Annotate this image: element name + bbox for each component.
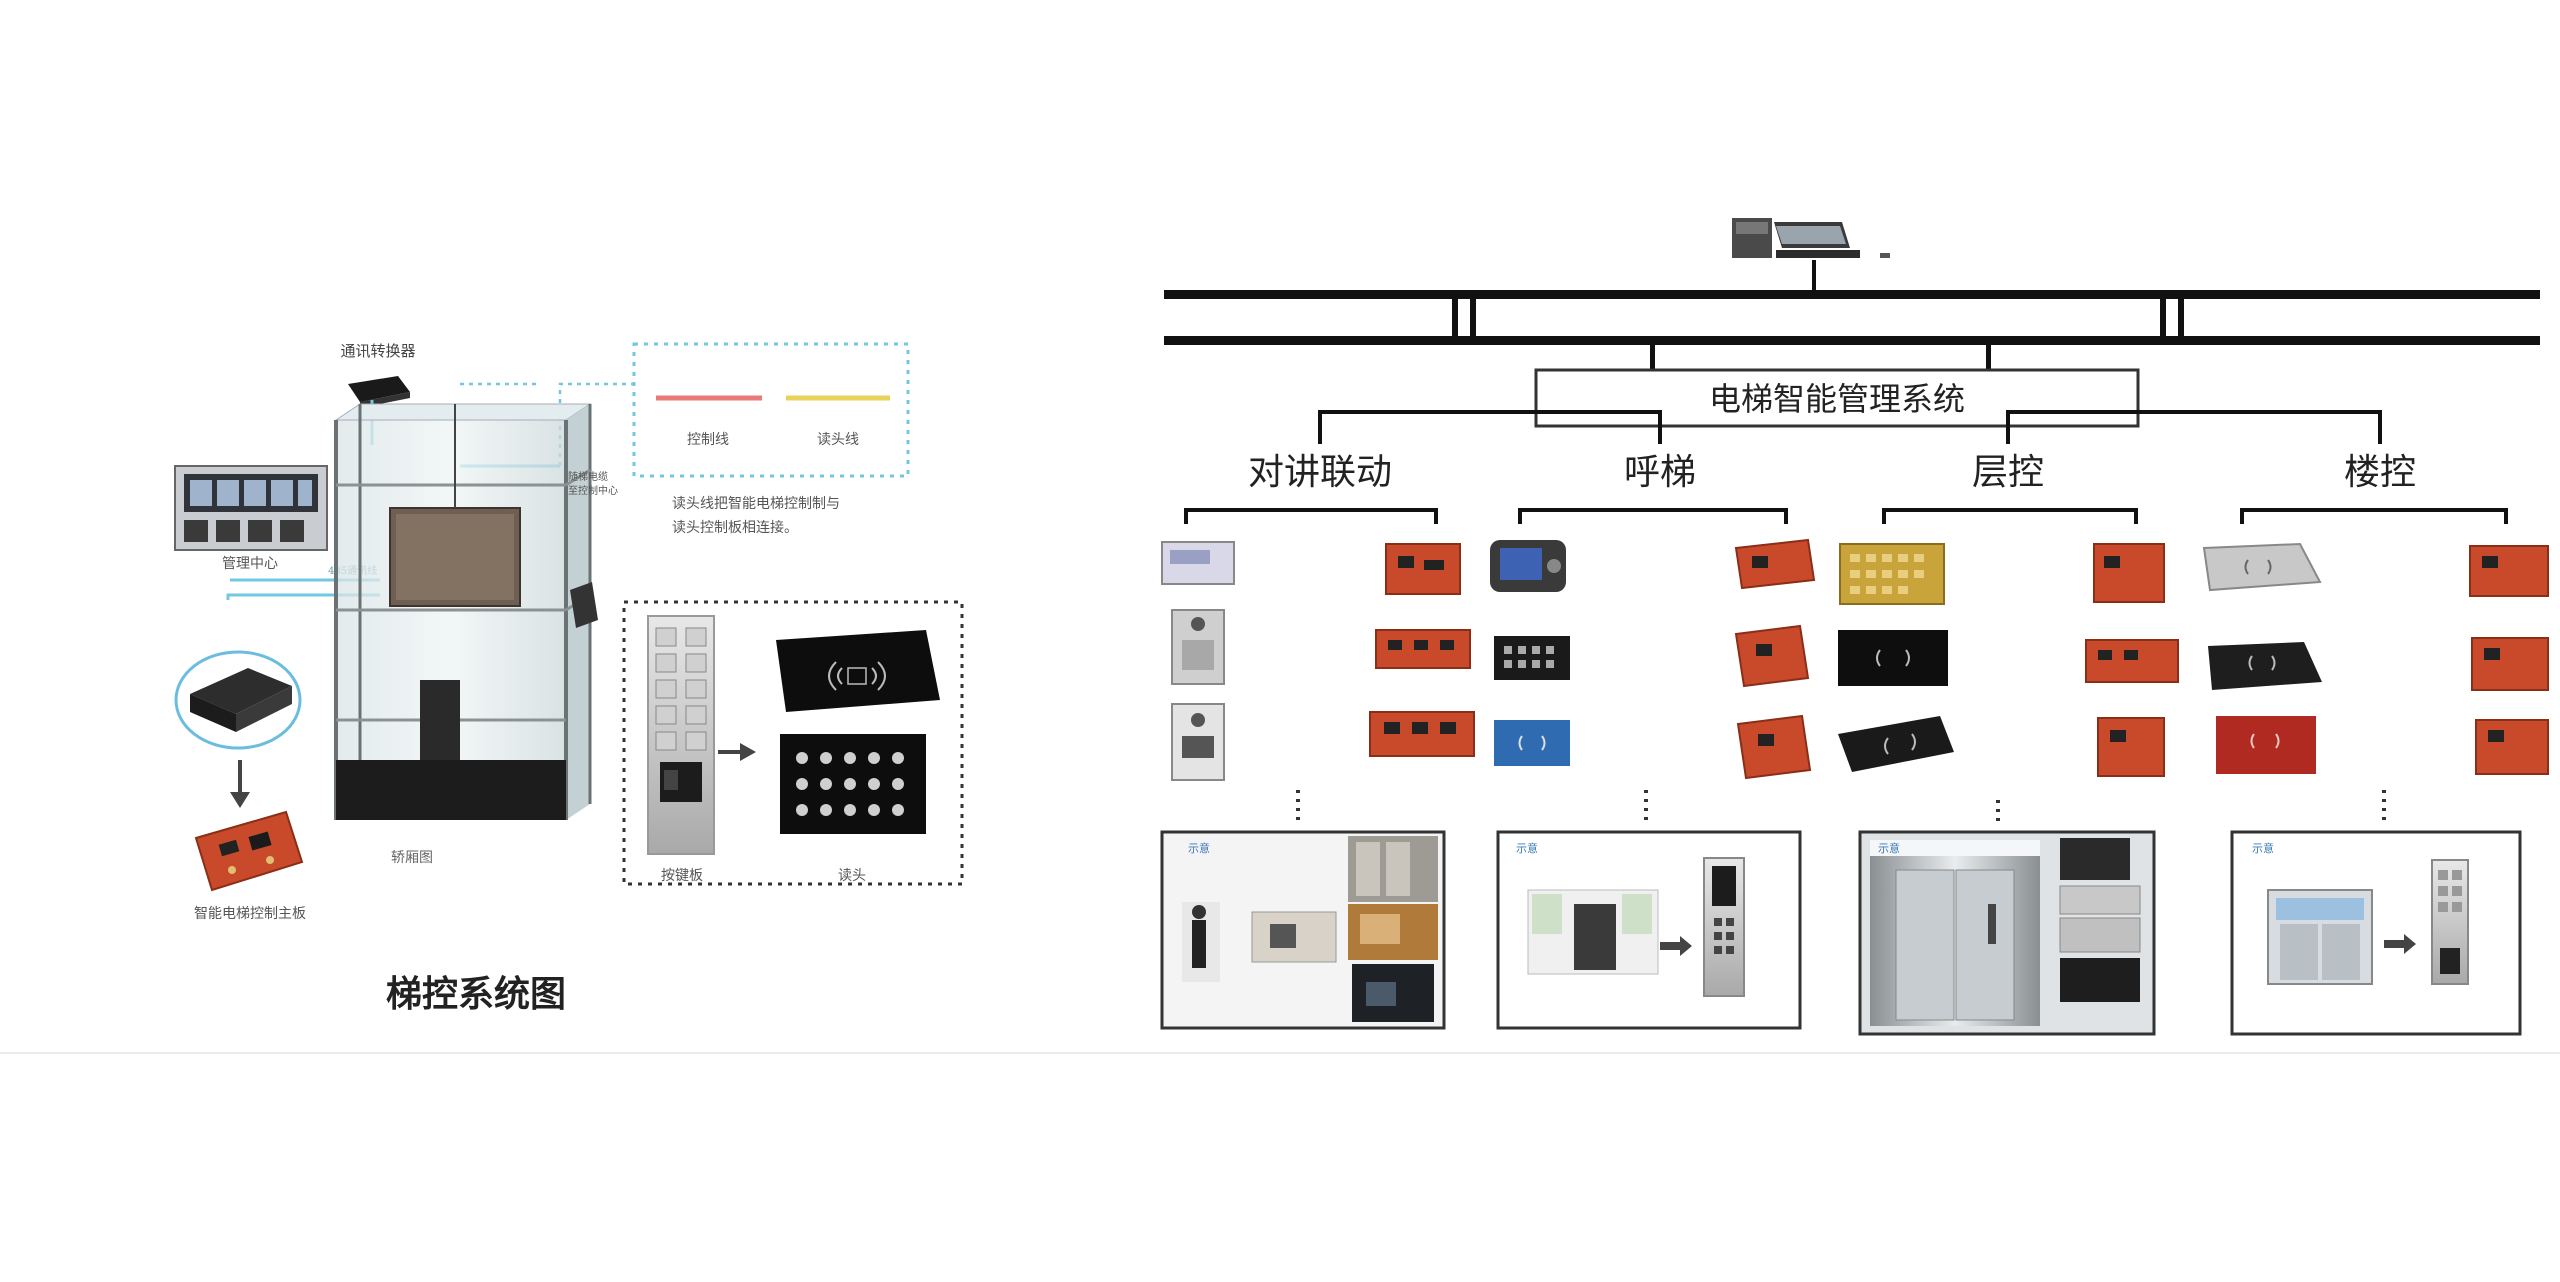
network-bus <box>1164 290 2540 371</box>
label-reader: 读头 <box>838 867 866 884</box>
label-management-center: 管理中心 <box>222 556 278 572</box>
system-title: 电梯智能管理系统 <box>1709 380 1965 418</box>
call-elevator-devices <box>1490 538 1816 780</box>
diagram-svg: 通讯转换器 管理中心 485通讯线 <box>174 218 2549 1036</box>
legend-box <box>632 342 910 478</box>
scene-tag-2: 示意 <box>1516 841 1538 855</box>
note-line-1: 读头线把智能电梯控制制与 <box>672 495 840 512</box>
label-button-panel: 按键板 <box>661 868 703 884</box>
right-arrow <box>718 743 756 761</box>
building-control-devices <box>2202 542 2549 775</box>
down-arrow <box>230 760 250 808</box>
category-call-elevator: 呼梯 <box>1624 452 1696 493</box>
legend-control-label: 控制线 <box>687 432 729 448</box>
bottom-blank-area <box>0 1052 2560 1282</box>
reader-keypad-device <box>780 734 926 834</box>
dotted-connectors <box>1296 790 2386 826</box>
left-diagram-title: 梯控系统图 <box>386 973 566 1015</box>
right-system-diagram: 电梯智能管理系统 对讲联动 呼梯 层控 楼控 <box>1160 218 2549 1036</box>
scene-call-elevator <box>1496 830 1802 1030</box>
floor-control-devices <box>1838 543 2179 777</box>
legend-reader-label: 读头线 <box>817 431 859 448</box>
management-center-device <box>174 465 328 551</box>
scene-intercom <box>1160 830 1446 1030</box>
label-car-side-1: 随梯电缆 <box>568 470 608 483</box>
scene-building-control <box>2230 830 2522 1036</box>
label-car: 轿厢图 <box>391 850 433 866</box>
note-line-2: 读头控制板相连接。 <box>672 519 798 536</box>
elevator-shaft <box>334 403 598 820</box>
button-panel <box>647 615 715 855</box>
scene-tag-4: 示意 <box>2252 841 2274 855</box>
scene-tag-3: 示意 <box>1878 841 1900 855</box>
server-computer <box>1732 218 1890 258</box>
hub-device <box>174 650 302 750</box>
category-intercom: 对讲联动 <box>1248 452 1392 493</box>
label-comm-converter: 通讯转换器 <box>340 342 415 360</box>
category-building-control: 楼控 <box>2344 452 2416 493</box>
left-elevator-diagram: 通讯转换器 管理中心 485通讯线 <box>174 342 964 1015</box>
category-floor-control: 层控 <box>1972 452 2044 493</box>
category-connectors <box>1318 410 2382 444</box>
label-control-board: 智能电梯控制主板 <box>194 906 306 922</box>
label-car-side-2: 至控制中心 <box>568 484 618 497</box>
intercom-devices <box>1161 541 1475 781</box>
comm-converter-device <box>348 376 410 408</box>
scene-tag-1: 示意 <box>1188 841 1210 855</box>
scene-floor-control <box>1858 830 2156 1036</box>
device-brackets <box>1184 508 2508 524</box>
control-board <box>194 810 304 892</box>
system-title-box <box>1534 368 2140 428</box>
reader-card-device <box>776 630 940 712</box>
